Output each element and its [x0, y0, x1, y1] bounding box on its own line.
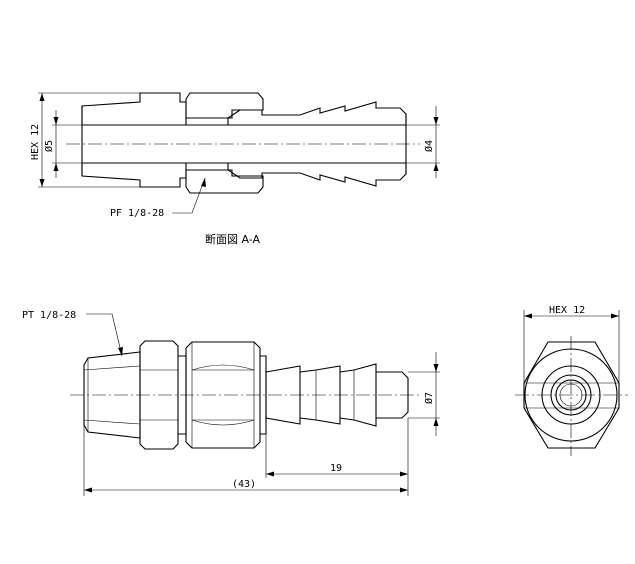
- section-bore-label: Ø5: [43, 140, 55, 152]
- side-hex-body: [139, 340, 179, 450]
- section-barb-upper: [227, 101, 407, 126]
- side-barb-label: Ø7: [423, 392, 435, 404]
- side-thread-root-bottom: [83, 419, 141, 425]
- side-barb-1: [265, 365, 301, 425]
- side-nut-arc-bottom: [191, 419, 255, 426]
- side-barb-3: [339, 363, 377, 427]
- side-thread-label: PT 1/8-28: [22, 310, 76, 321]
- barb-arrow-top: [433, 117, 439, 125]
- section-nut-lower: [185, 169, 264, 194]
- pf-leader-line: [172, 177, 206, 214]
- side-overall-length-label: (43): [232, 479, 256, 490]
- end-view: HEX 12: [515, 305, 628, 456]
- side-nut: [185, 341, 261, 449]
- side-barb-arrow-bottom: [433, 418, 439, 426]
- pt-leader-line: [86, 313, 123, 357]
- len43-arrow-left: [84, 487, 92, 493]
- section-nut-upper: [185, 92, 264, 119]
- bore-arrow-bottom: [53, 163, 59, 171]
- bore-arrow-top: [53, 117, 59, 125]
- section-thread-body-lower: [81, 162, 187, 188]
- len43-arrow-right: [400, 487, 408, 493]
- len19-arrow-left: [266, 471, 274, 477]
- section-thread-label: PF 1/8-28: [110, 208, 164, 219]
- side-view: PT 1/8-28 Ø7 19 (43): [22, 310, 440, 496]
- pf-leader-arrow: [201, 178, 206, 187]
- side-barb-arrow-top: [433, 364, 439, 372]
- barb-arrow-bottom: [433, 163, 439, 171]
- end-hex-arrow-left: [524, 313, 532, 319]
- section-thread-body: [81, 92, 187, 126]
- pt-leader-arrow: [118, 347, 123, 356]
- end-hex-arrow-right: [611, 313, 619, 319]
- section-barb-lower: [227, 162, 407, 187]
- side-nut-arc-top: [191, 364, 255, 371]
- side-barb-length-label: 19: [330, 463, 342, 474]
- section-barb-label: Ø4: [423, 140, 435, 152]
- end-hex-outline: [523, 341, 620, 449]
- hex-arrow-top: [39, 93, 45, 101]
- side-thread-root-top: [83, 365, 141, 371]
- end-hex-label: HEX 12: [549, 305, 585, 316]
- hex-arrow-bottom: [39, 179, 45, 187]
- section-title: 断面図 A-A: [205, 232, 261, 246]
- section-view: HEX 12 Ø5 Ø4 PF 1/8-28 断面図 A-A: [30, 92, 440, 246]
- len19-arrow-right: [400, 471, 408, 477]
- section-hex-label: HEX 12: [30, 124, 41, 160]
